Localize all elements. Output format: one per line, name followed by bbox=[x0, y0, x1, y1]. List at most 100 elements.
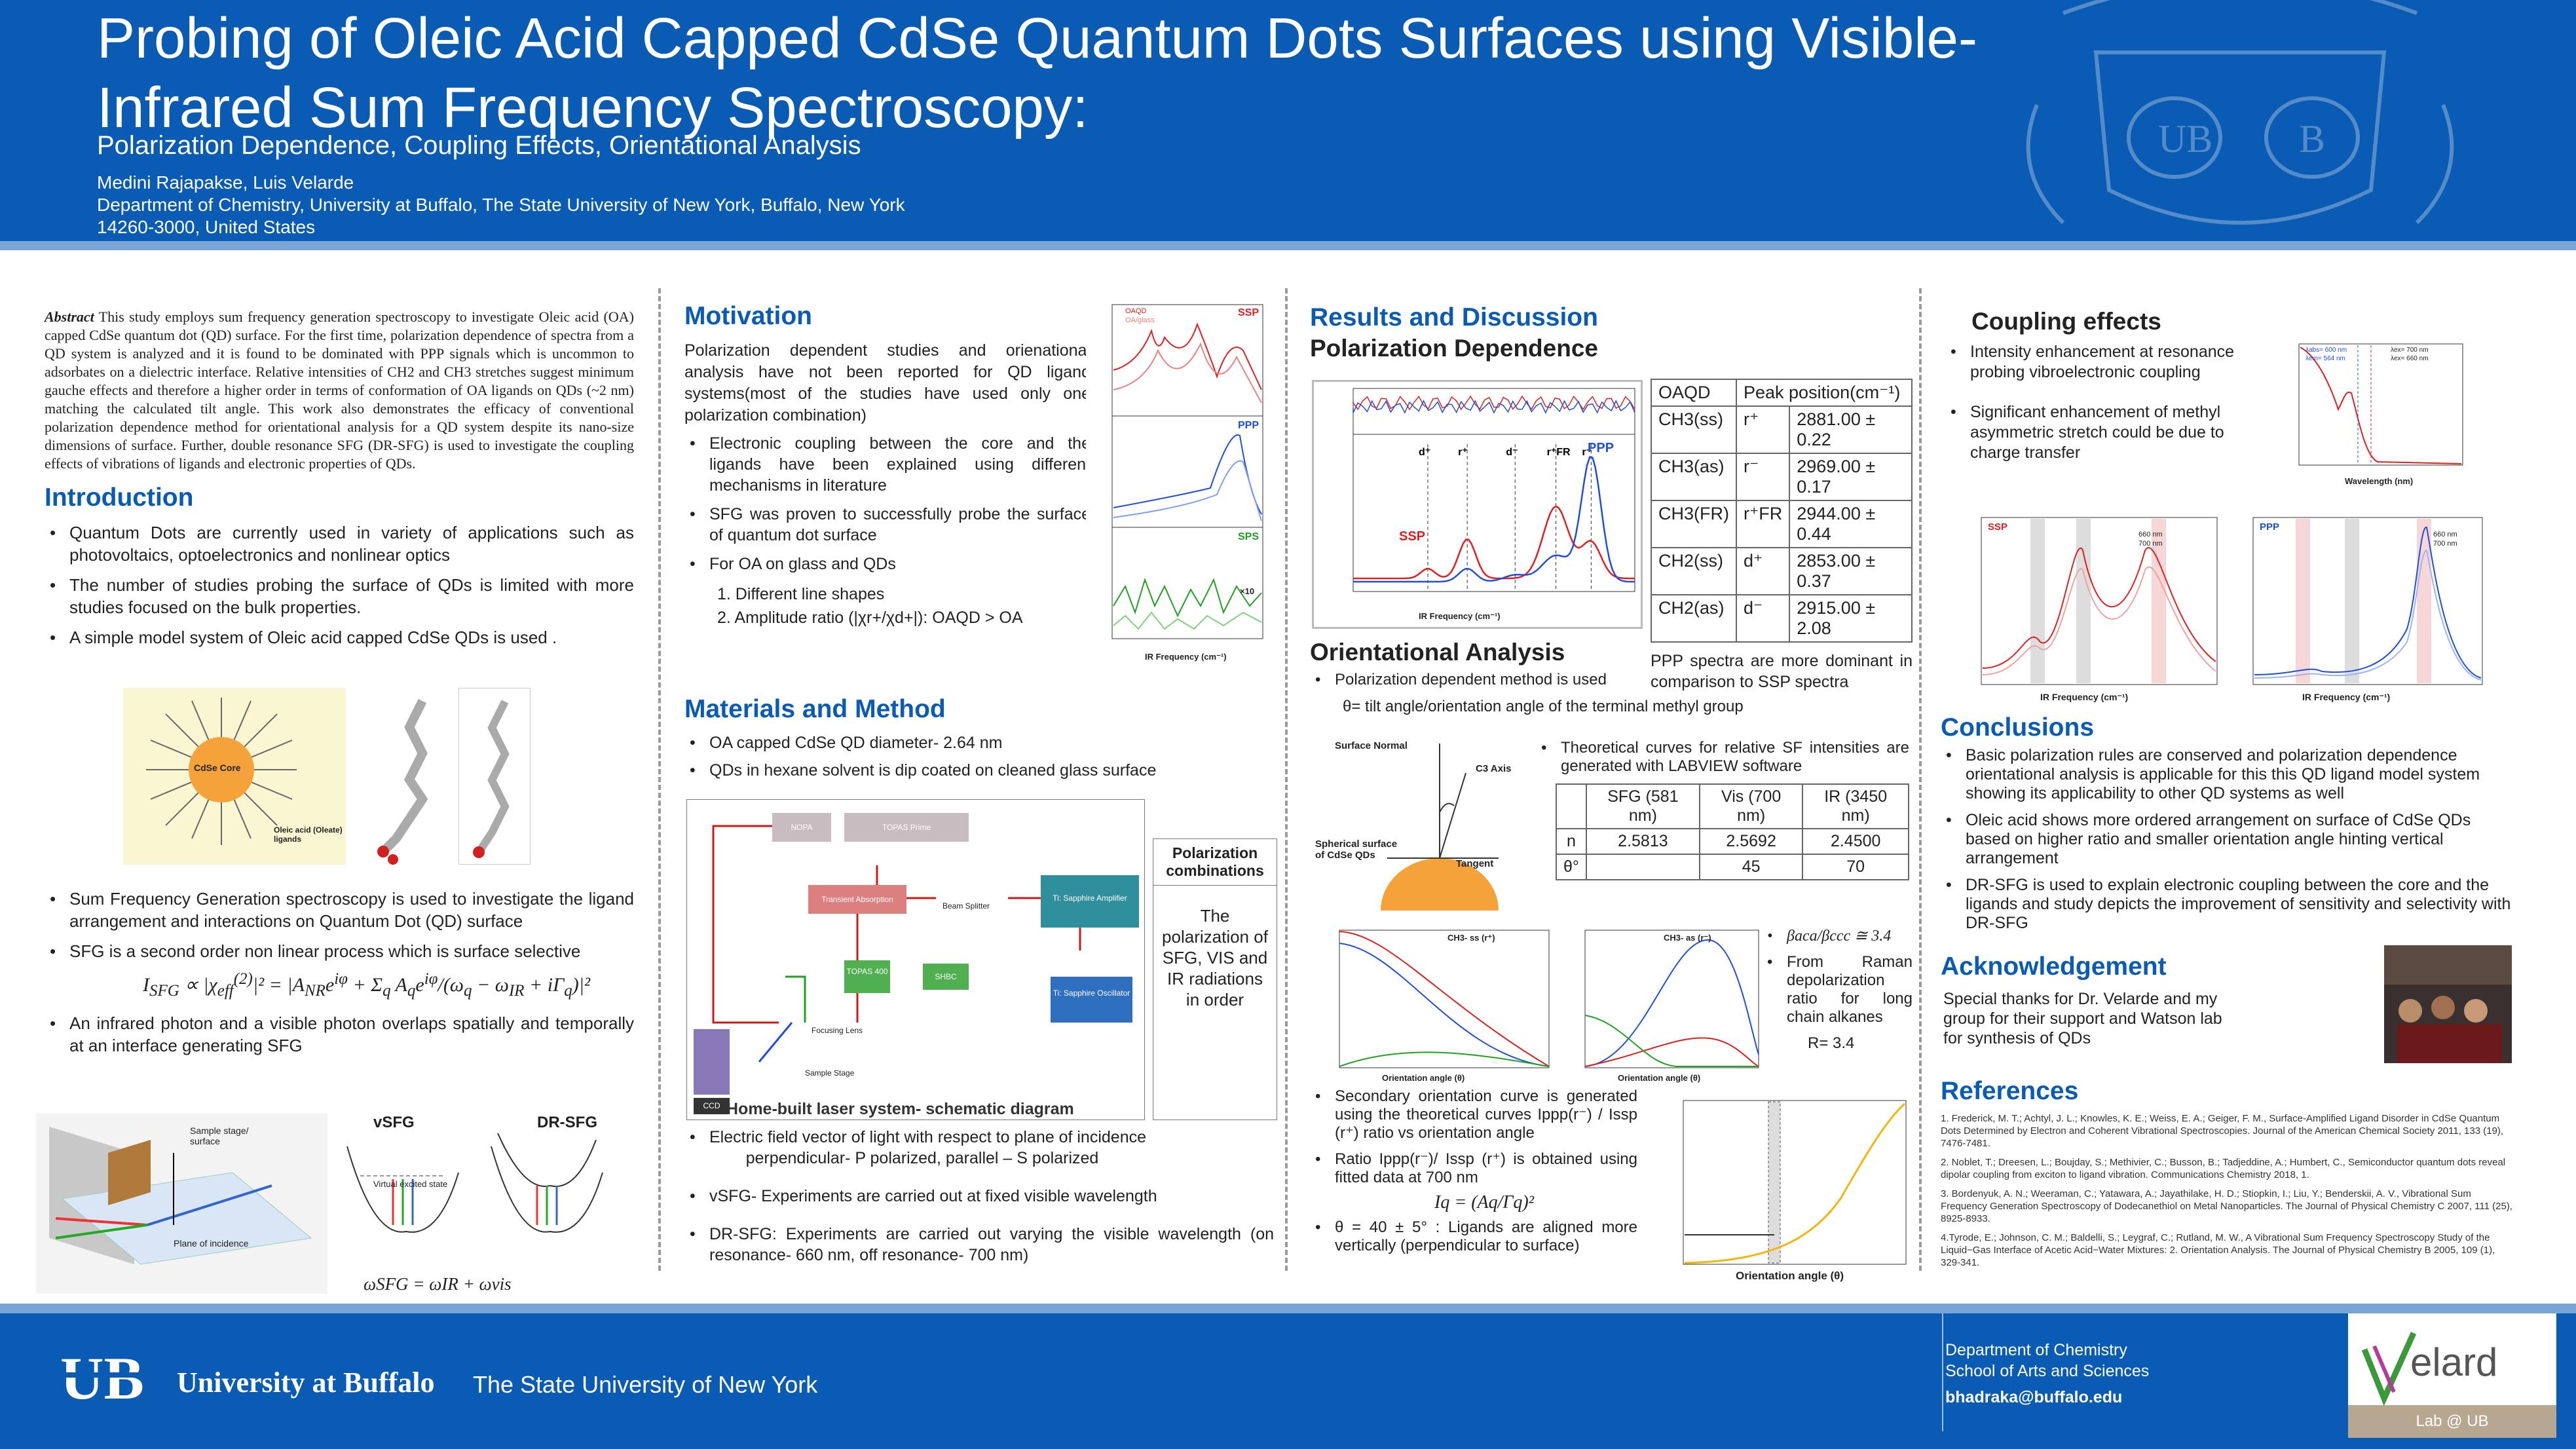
list-item: Electric field vector of light with resp… bbox=[684, 1127, 1274, 1169]
list-item: Ratio Ippp(r⁻)/ Issp (r⁺) is obtained us… bbox=[1310, 1150, 1637, 1187]
peak-label: d⁻ bbox=[1506, 447, 1518, 458]
motivation-section: Motivation Polarization dependent studie… bbox=[684, 292, 1091, 630]
reference-item: 1. Frederick, M. T.; Achtyl, J. L.; Know… bbox=[1941, 1113, 2504, 1149]
ch3-ss-curves: CH3- ss (r⁺) Orientation angle (θ) bbox=[1310, 924, 1556, 1091]
drsfg-ppp-plot bbox=[2252, 517, 2483, 685]
list-item: DR-SFG: Experiments are carried out vary… bbox=[684, 1224, 1274, 1266]
motivation-spectra-figure: SSP PPP SPS OAQD OA/glass ×10 IR Frequen… bbox=[1086, 298, 1269, 678]
angle-axis-label: Orientation angle (θ) bbox=[1618, 1073, 1701, 1083]
legend-700: 700 nm bbox=[2138, 540, 2163, 548]
molecule-icon bbox=[473, 700, 510, 858]
legend-ex700: λex= 700 nm bbox=[2391, 347, 2429, 354]
oleic-acid-model-1 bbox=[357, 688, 449, 865]
oscillator-box: Ti: Sapphire Oscillator bbox=[1051, 977, 1132, 1023]
author-block: Medini Rajapakse, Luis Velarde Departmen… bbox=[97, 172, 1014, 238]
ub-seal-watermark-icon: UB B bbox=[2026, 0, 2454, 225]
ssp-label: SSP bbox=[1399, 529, 1426, 544]
reference-item: 2. Noblet, T.; Dreesen, L.; Boujday, S.;… bbox=[1941, 1157, 2506, 1180]
column-divider bbox=[1919, 288, 1922, 1271]
peak-label: r⁺ bbox=[1458, 447, 1468, 458]
group-photo bbox=[2384, 945, 2512, 1063]
vsfg-label: vSFG bbox=[373, 1114, 415, 1131]
list-item: Oleic acid shows more ordered arrangemen… bbox=[1941, 811, 2517, 868]
footer-stripe bbox=[0, 1304, 2576, 1313]
ppp-label: PPP bbox=[2260, 521, 2280, 533]
polarization-dependence-heading: Polarization Dependence bbox=[1310, 335, 1598, 362]
email-link[interactable]: bhadraka@buffalo.edu bbox=[1945, 1388, 2123, 1406]
list-item: Polarization dependent method is used bbox=[1310, 670, 1913, 690]
molecule-icon bbox=[377, 698, 428, 865]
sphere-label: Spherical surface of CdSe QDs bbox=[1315, 838, 1398, 861]
polarization-list: Electric field vector of light with resp… bbox=[684, 1127, 1274, 1266]
photon-list: An infrared photon and a visible photon … bbox=[45, 1012, 634, 1057]
introduction-heading: Introduction bbox=[45, 483, 194, 512]
wavelength-label: Wavelength (nm) bbox=[2345, 476, 2414, 486]
theta-list: θ = 40 ± 5° : Ligands are aligned more v… bbox=[1310, 1218, 1637, 1255]
angle-axis-label: Orientation angle (θ) bbox=[1382, 1073, 1465, 1083]
tangent-label: Tangent bbox=[1456, 858, 1494, 869]
references-section: References 1. Frederick, M. T.; Achtyl, … bbox=[1941, 1061, 2517, 1269]
sample-stage-label: Sample Stage bbox=[805, 1068, 855, 1078]
motivation-list: Electronic coupling between the core and… bbox=[684, 433, 1091, 574]
list-item: Sum Frequency Generation spectroscopy is… bbox=[45, 888, 634, 932]
motivation-heading: Motivation bbox=[684, 302, 812, 330]
residual-ssp bbox=[1353, 395, 1635, 411]
legend-oaglass: OA/glass bbox=[1125, 316, 1155, 324]
conclusions-list: Basic polarization rules are conserved a… bbox=[1941, 746, 2517, 933]
abstract: Abstract This study employs sum frequenc… bbox=[45, 308, 634, 473]
ccd-box: CCD bbox=[694, 1098, 730, 1114]
x-axis-label: IR Frequency (cm⁻¹) bbox=[2040, 692, 2129, 702]
secondary-block: Secondary orientation curve is generated… bbox=[1310, 1087, 1637, 1263]
table-header: SFG (581 nm) bbox=[1585, 783, 1700, 829]
table-header: Vis (700 nm) bbox=[1698, 783, 1804, 829]
orientational-section: Orientational Analysis Polarization depe… bbox=[1310, 639, 1913, 716]
legend-700: 700 nm bbox=[2433, 540, 2457, 548]
legend-em: λem= 564 nm bbox=[2305, 355, 2345, 362]
references-heading: References bbox=[1941, 1077, 2079, 1105]
list-item: For OA on glass and QDs bbox=[684, 554, 1091, 574]
transient-absorption-box: Transient Absorption bbox=[808, 885, 906, 914]
drsfg-label: DR-SFG bbox=[537, 1114, 597, 1131]
ack-text: Special thanks for Dr. Velarde and my gr… bbox=[1943, 990, 2222, 1047]
beta-list: βaca/βccc ≅ 3.4 From Raman depolarizatio… bbox=[1762, 927, 1913, 1026]
ch3-as-curves: CH3- as (r⁻) Orientation angle (θ) bbox=[1559, 924, 1762, 1091]
affiliation: Department of Chemistry, University at B… bbox=[97, 195, 905, 215]
poster-subtitle: Polarization Dependence, Coupling Effect… bbox=[97, 131, 861, 160]
motivation-sub: 1. Different line shapes 2. Amplitude ra… bbox=[684, 582, 1091, 630]
orientation-geometry-figure: Surface Normal C3 Axis Tangent Spherical… bbox=[1309, 734, 1525, 911]
x10-label: ×10 bbox=[1240, 586, 1255, 596]
column-1: Abstract This study employs sum frequenc… bbox=[45, 308, 634, 656]
ratio-curve-figure: Orientation angle (θ) bbox=[1644, 1094, 1913, 1290]
qd-ligand-illustration: CdSe Core Oleic acid (Oleate) ligands bbox=[123, 688, 346, 865]
plane-label: Plane of incidence bbox=[174, 1238, 249, 1249]
list-item: A simple model system of Oleic acid capp… bbox=[45, 626, 634, 649]
velarde-v-icon bbox=[2361, 1332, 2417, 1406]
poster-title: Probing of Oleic Acid Capped CdSe Quantu… bbox=[97, 7, 1977, 140]
poster-header: UB B Probing of Oleic Acid Capped CdSe Q… bbox=[0, 0, 2576, 241]
residual-ppp bbox=[1353, 400, 1635, 414]
laser-path-icon bbox=[712, 825, 1081, 1063]
legend-abs: λabs= 600 nm bbox=[2305, 347, 2347, 354]
sub-item: 2. Amplitude ratio (|χr+/χd+|): OAQD > O… bbox=[717, 609, 1023, 627]
abstract-text: This study employs sum frequency generat… bbox=[45, 309, 634, 472]
virtual-state-label: Virtual excited state bbox=[373, 1179, 448, 1189]
poster-footer: UB University at Buffalo The State Unive… bbox=[0, 1313, 2576, 1449]
combo-text: The polarization of SFG, VIS and IR radi… bbox=[1162, 906, 1268, 1009]
motivation-intro: Polarization dependent studies and orien… bbox=[684, 341, 1091, 424]
r-value: R= 3.4 bbox=[1808, 1034, 1855, 1052]
list-item: vSFG- Experiments are carried out at fix… bbox=[684, 1186, 1274, 1207]
amplifier-box: Ti: Sapphire Amplifier bbox=[1041, 875, 1139, 928]
secondary-list: Secondary orientation curve is generated… bbox=[1310, 1087, 1637, 1187]
authors: Medini Rajapakse, Luis Velarde bbox=[97, 172, 354, 193]
column-1-sfg: Sum Frequency Generation spectroscopy is… bbox=[45, 888, 634, 1064]
ch3as-title: CH3- as (r⁻) bbox=[1664, 933, 1711, 943]
materials-list: OA capped CdSe QD diameter- 2.64 nm QDs … bbox=[684, 733, 1274, 780]
ssp-label: SSP bbox=[1238, 307, 1260, 318]
polarization-notes: Electric field vector of light with resp… bbox=[684, 1127, 1274, 1273]
beta-block: βaca/βccc ≅ 3.4 From Raman depolarizatio… bbox=[1762, 927, 1913, 1053]
coupling-list: Intensity enhancement at resonance probi… bbox=[1945, 342, 2240, 463]
list-item: Electronic coupling between the core and… bbox=[684, 433, 1091, 496]
